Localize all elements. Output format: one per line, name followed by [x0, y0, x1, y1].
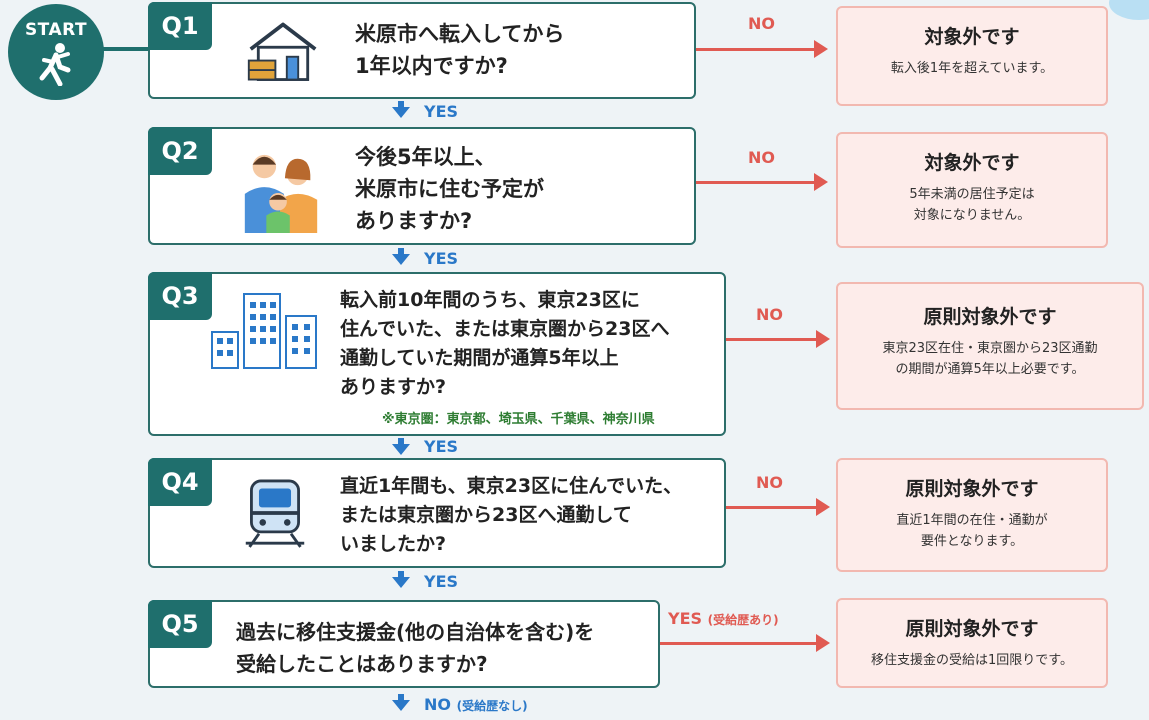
branch-arrow-q4 — [726, 498, 830, 516]
question-text: 過去に移住支援金(他の自治体を含む)を 受給したことはありますか? — [236, 620, 595, 676]
start-connector — [102, 47, 148, 51]
start-badge: START — [8, 4, 104, 100]
down-arrow-3 — [392, 438, 410, 456]
question-box-q3: Q3 転入前10年間のうち、東京23区に 住んでいた、または東京圏から23区へ … — [148, 272, 726, 436]
down-arrow-5 — [392, 694, 410, 712]
down-arrow-4 — [392, 571, 410, 589]
down-label-5: NO (受給歴なし) — [424, 695, 528, 714]
branch-arrow-q1 — [696, 40, 828, 58]
result-title: 原則対象外です — [905, 618, 1039, 640]
result-box-q1: 対象外です 転入後1年を超えています。 — [836, 6, 1108, 106]
question-box-q5: Q5 過去に移住支援金(他の自治体を含む)を 受給したことはありますか? — [148, 600, 660, 688]
question-text: 米原市へ転入してから 1年以内ですか? — [355, 22, 565, 78]
result-subtext: 転入後1年を超えています。 — [890, 61, 1054, 76]
question-text: 転入前10年間のうち、東京23区に 住んでいた、または東京圏から23区へ 通勤し… — [340, 289, 670, 398]
question-box-q1: Q1 米原市へ転入してから 1年以内ですか? — [148, 2, 696, 99]
tokyo-area-note: ※東京圏：東京都、埼玉県、千葉県、神奈川県 — [382, 412, 655, 427]
question-text: 今後5年以上、 米原市に住む予定が ありますか? — [355, 145, 544, 233]
buildings-icon — [211, 293, 317, 369]
result-subtext: 移住支援金の受給は1回限りです。 — [871, 653, 1073, 668]
branch-label-q1: NO — [748, 14, 775, 33]
down-arrow-2 — [392, 248, 410, 266]
result-title: 対象外です — [924, 26, 1020, 48]
down-arrow-1 — [392, 101, 410, 119]
running-person-icon — [39, 43, 71, 86]
down-label-3: YES — [424, 437, 459, 456]
question-tag: Q4 — [148, 458, 212, 506]
question-tag: Q2 — [148, 127, 212, 175]
result-box-q4: 原則対象外です 直近1年間の在住・通勤が 要件となります。 — [836, 458, 1108, 572]
result-box-q2: 対象外です 5年未満の居住予定は 対象になりません。 — [836, 132, 1108, 248]
result-box-q5: 原則対象外です 移住支援金の受給は1回限りです。 — [836, 598, 1108, 688]
house-icon — [247, 22, 317, 81]
branch-label-q2: NO — [748, 148, 775, 167]
result-title: 対象外です — [924, 152, 1020, 174]
family-icon — [244, 154, 318, 234]
question-text: 直近1年間も、東京23区に住んでいた、 または東京圏から23区へ通勤して いまし… — [340, 475, 683, 555]
result-box-q3: 原則対象外です 東京23区在住・東京圏から23区通勤 の期間が通算5年以上必要で… — [836, 282, 1144, 410]
question-tag: Q1 — [148, 2, 212, 50]
result-subtext: 東京23区在住・東京圏から23区通勤 の期間が通算5年以上必要です。 — [882, 341, 1098, 377]
result-subtext: 直近1年間の在住・通勤が 要件となります。 — [896, 513, 1048, 549]
question-tag: Q3 — [148, 272, 212, 320]
down-label-2: YES — [424, 249, 459, 268]
result-subtext: 5年未満の居住予定は 対象になりません。 — [909, 187, 1035, 223]
branch-arrow-q3 — [726, 330, 830, 348]
down-label-1: YES — [424, 102, 459, 121]
branch-label-q3: NO — [756, 305, 783, 324]
start-label: START — [24, 20, 88, 40]
down-label-4: YES — [424, 572, 459, 591]
result-title: 原則対象外です — [905, 478, 1039, 500]
question-tag: Q5 — [148, 600, 212, 648]
branch-arrow-q5 — [660, 634, 830, 652]
question-box-q4: Q4 直近1年間も、東京23区に住んでいた、 または東京圏から23区へ通勤して … — [148, 458, 726, 568]
result-title: 原則対象外です — [923, 306, 1057, 328]
cloud-decoration — [1109, 0, 1149, 20]
branch-arrow-q2 — [696, 173, 828, 191]
branch-label-q4: NO — [756, 473, 783, 492]
train-icon — [245, 479, 305, 548]
branch-label-q5: YES (受給歴あり) — [668, 609, 779, 628]
question-box-q2: Q2 今後5年以上、 米原市に住む予定が ありますか? — [148, 127, 696, 245]
